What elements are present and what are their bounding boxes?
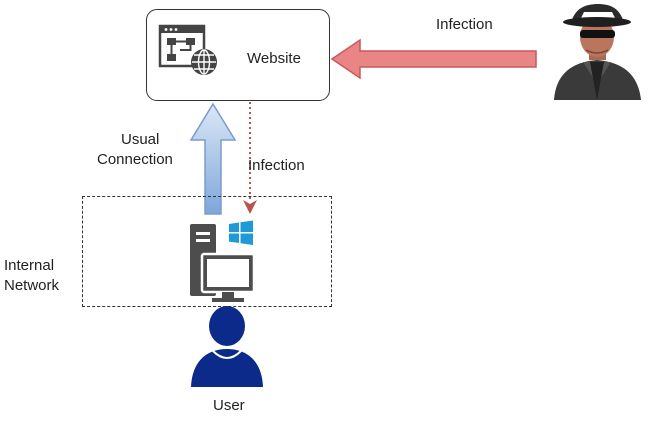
website-label: Website (247, 50, 301, 67)
desktop-computer-icon (190, 224, 256, 302)
hacker-spy-icon (554, 4, 641, 100)
attacker-infection-label: Infection (436, 16, 493, 33)
user-person-icon (191, 306, 263, 387)
usual-connection-arrow (189, 102, 237, 215)
website-network-icon (158, 24, 217, 75)
usual-connection-label-line2: Connection (97, 151, 173, 168)
attacker-to-website-arrow (330, 38, 537, 80)
internal-network-label-line1: Internal (4, 257, 55, 274)
user-label: User (213, 397, 245, 414)
internal-network-group (82, 196, 332, 307)
usual-connection-label-line1: Usual (121, 131, 160, 148)
computer-infection-label: Infection (248, 157, 305, 174)
website-to-computer-infection-arrow (243, 102, 257, 214)
windows-logo-icon (229, 220, 253, 245)
internal-network-label-line2: Network (4, 277, 60, 294)
